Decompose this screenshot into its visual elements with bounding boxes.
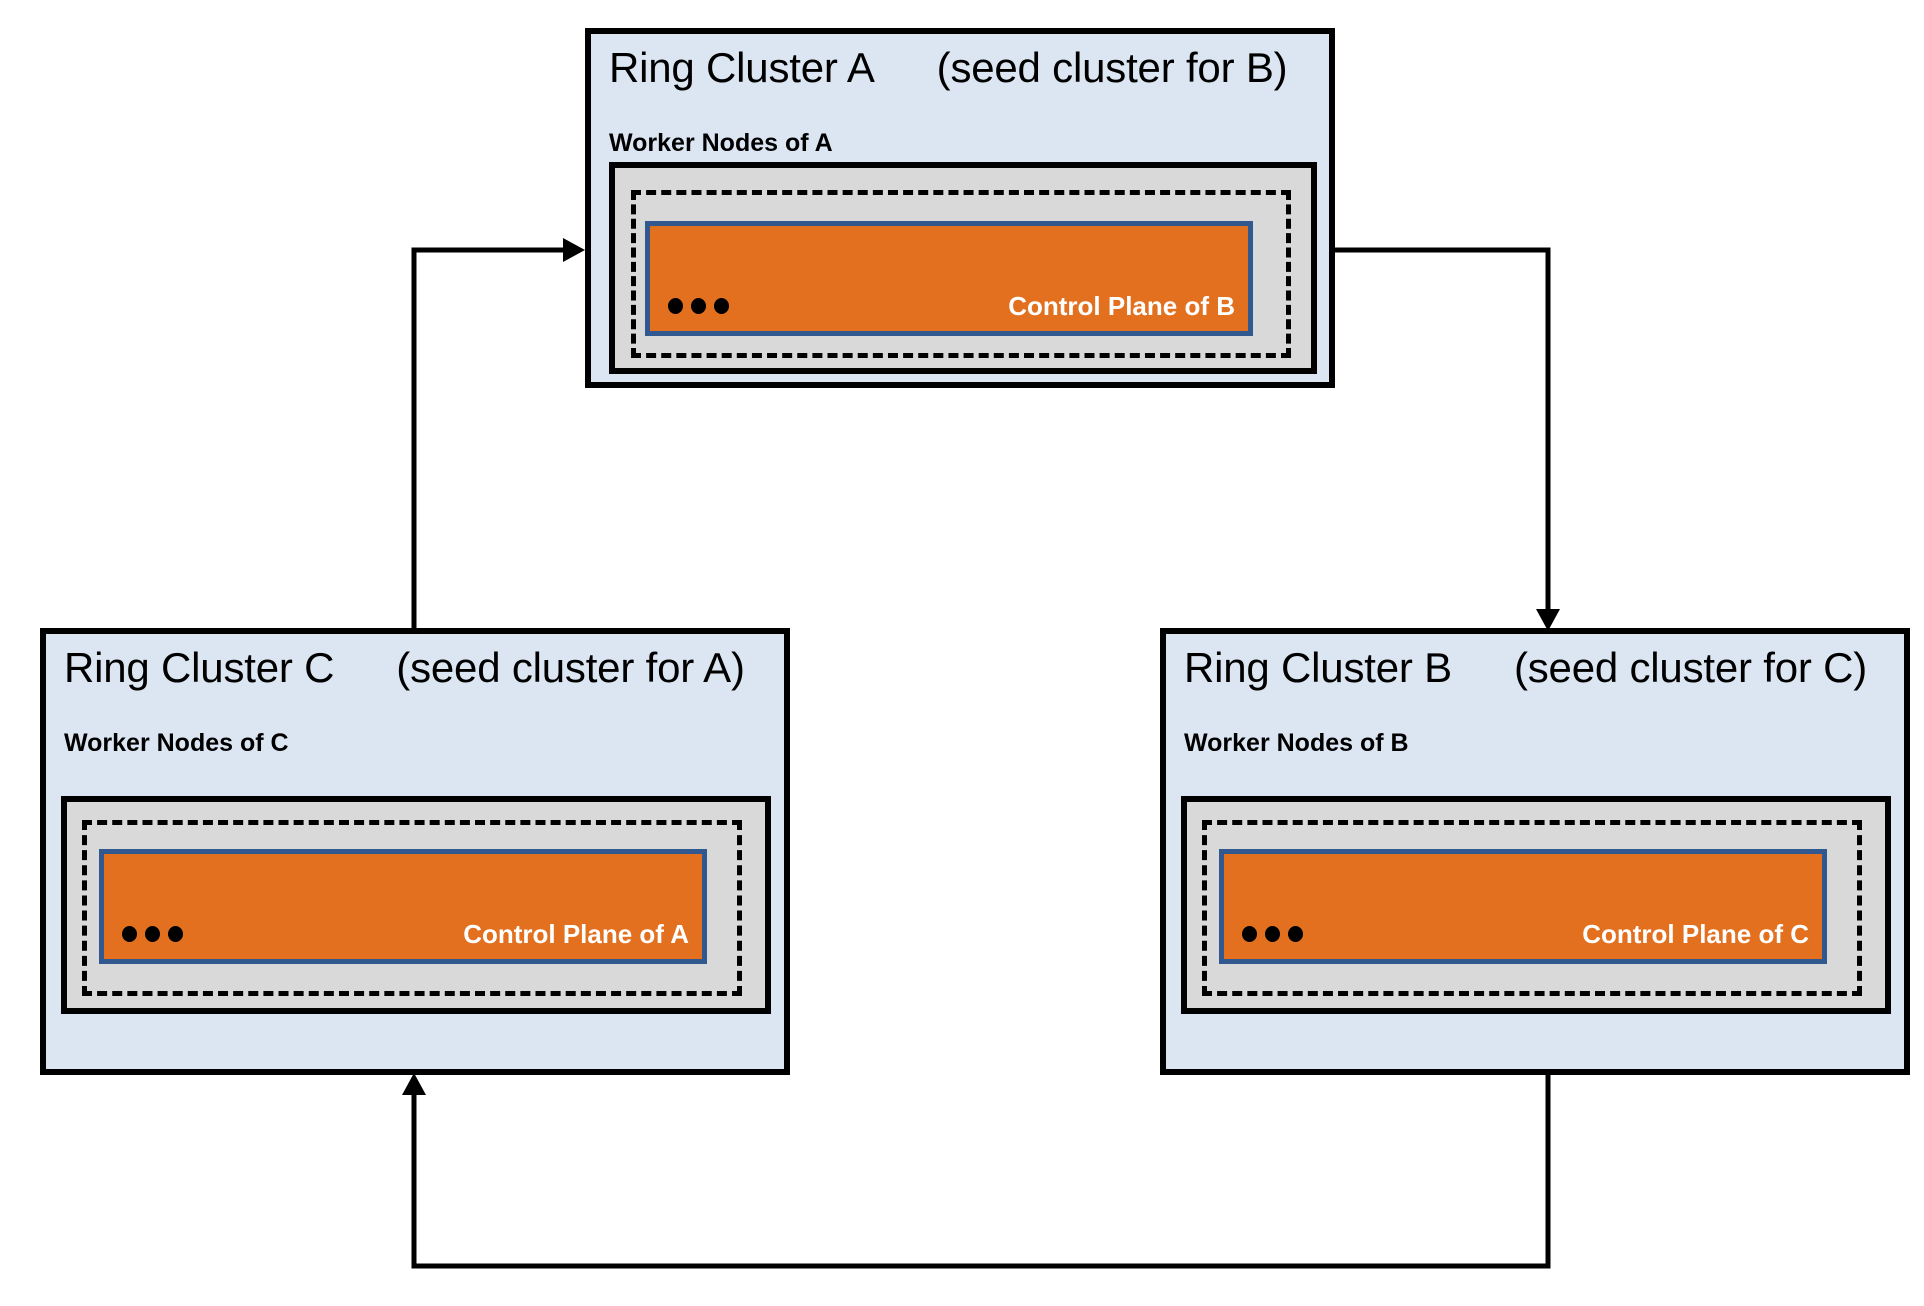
- cluster-c-worker-nodes-box[interactable]: Control Plane of A: [61, 796, 771, 1014]
- connector-a-to-b: [1335, 247, 1560, 631]
- cluster-b-ellipsis-dots: [1242, 926, 1303, 942]
- cluster-c[interactable]: Ring Cluster C (seed cluster for A) Worke…: [40, 628, 790, 1075]
- cluster-b-node-group-dashed-box: Control Plane of C: [1202, 820, 1862, 996]
- cluster-a-ellipsis-dots: [668, 298, 729, 314]
- cluster-c-title: Ring Cluster C (seed cluster for A): [64, 644, 745, 692]
- cluster-b-worker-nodes-label: Worker Nodes of B: [1184, 729, 1409, 757]
- cluster-c-seed-note: (seed cluster for A): [396, 644, 745, 691]
- connector-c-to-a: [411, 238, 585, 628]
- cluster-b-name: Ring Cluster B: [1184, 644, 1452, 691]
- cluster-b[interactable]: Ring Cluster B (seed cluster for C) Worke…: [1160, 628, 1910, 1075]
- cluster-c-control-plane[interactable]: Control Plane of A: [99, 849, 707, 964]
- cluster-c-control-plane-label: Control Plane of A: [463, 919, 689, 949]
- cluster-c-node-group-dashed-box: Control Plane of A: [82, 820, 742, 996]
- cluster-c-ellipsis-dots: [122, 926, 183, 942]
- cluster-b-seed-note: (seed cluster for C): [1513, 644, 1868, 691]
- cluster-a-control-plane-label: Control Plane of B: [1008, 291, 1235, 321]
- cluster-a-seed-note: (seed cluster for B): [936, 44, 1288, 91]
- connector-b-to-c: [402, 1073, 1551, 1269]
- cluster-b-control-plane-label: Control Plane of C: [1582, 919, 1809, 949]
- cluster-b-title: Ring Cluster B (seed cluster for C): [1184, 644, 1867, 692]
- cluster-a-worker-nodes-box[interactable]: Control Plane of B: [609, 162, 1317, 374]
- cluster-a[interactable]: Ring Cluster A (seed cluster for B) Worke…: [585, 28, 1335, 388]
- cluster-c-worker-nodes-label: Worker Nodes of C: [64, 729, 289, 757]
- cluster-a-worker-nodes-label: Worker Nodes of A: [609, 129, 833, 157]
- cluster-a-title: Ring Cluster A (seed cluster for B): [609, 44, 1288, 92]
- cluster-a-control-plane[interactable]: Control Plane of B: [645, 221, 1253, 336]
- cluster-b-control-plane[interactable]: Control Plane of C: [1219, 849, 1827, 964]
- cluster-c-name: Ring Cluster C: [64, 644, 335, 691]
- cluster-a-name: Ring Cluster A: [609, 44, 875, 91]
- cluster-a-node-group-dashed-box: Control Plane of B: [631, 190, 1291, 358]
- cluster-b-worker-nodes-box[interactable]: Control Plane of C: [1181, 796, 1891, 1014]
